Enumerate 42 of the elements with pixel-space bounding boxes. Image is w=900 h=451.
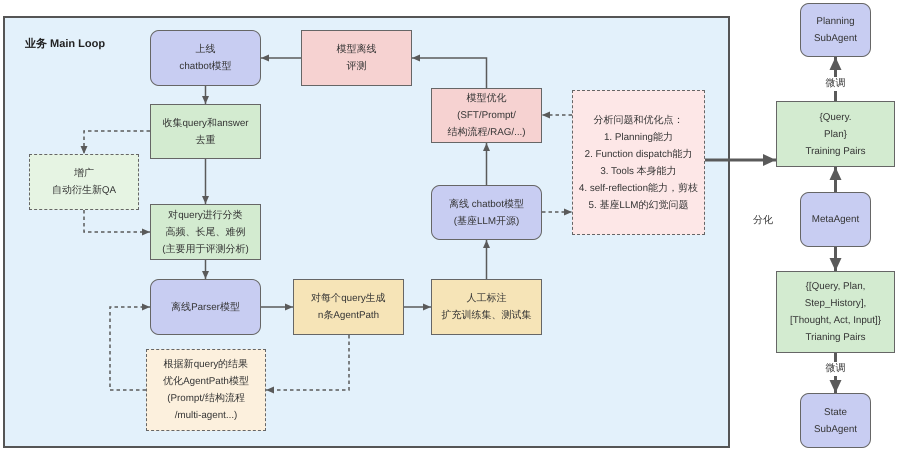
process-box: 模型优化 (SFT/Prompt/ 结构流程/RAG/...) — [431, 88, 542, 143]
arrow — [830, 57, 842, 101]
text-label: 分化 — [753, 214, 773, 228]
dashed-arrow — [83, 210, 150, 236]
process-box: 收集query和answer 去重 — [150, 104, 261, 159]
arrow — [705, 154, 776, 166]
dashed-box: 分析问题和优化点： 1. Planning能力 2. Function dispatch能力 3. Tools 本身能力 4. self-reflection能力，剪枝 5. 基座LLM的幻觉问题 — [572, 90, 705, 235]
arrow — [261, 54, 301, 62]
rounded-box: 离线Parser模型 — [150, 279, 261, 335]
rounded-box: State SubAgent — [800, 393, 871, 448]
arrow — [830, 167, 842, 192]
arrow — [261, 304, 293, 310]
rounded-box: MetaAgent — [800, 192, 871, 247]
rounded-box: 上线 chatbot模型 — [150, 30, 261, 86]
process-box: 模型离线评测 — [301, 30, 412, 86]
dashed-arrow — [266, 335, 350, 394]
dashed-arrow — [542, 208, 572, 216]
arrow — [412, 54, 488, 88]
arrow — [483, 240, 490, 279]
dashed-arrow — [109, 304, 150, 391]
rounded-box: 离线 chatbot模型 (基座LLM开源) — [431, 185, 542, 240]
group-title: 业务 Main Loop — [25, 36, 106, 52]
edge-label: 微调 — [824, 77, 848, 91]
rounded-box: Planning SubAgent — [800, 3, 871, 57]
arrow — [483, 143, 490, 185]
arrow — [202, 86, 209, 104]
arrow — [830, 247, 842, 271]
process-box: 对每个query生成 n条AgentPath — [293, 279, 404, 335]
process-box: 人工标注 扩充训练集、测试集 — [431, 279, 542, 335]
group-panel — [3, 16, 730, 448]
process-box: 对query进行分类 高频、长尾、难例 (主要用于评测分析) — [150, 204, 261, 260]
dashed-arrow — [542, 112, 572, 118]
arrow — [830, 353, 842, 393]
dashed-arrow — [80, 130, 150, 154]
dashed-box: 增广 自动衍生新QA — [29, 154, 139, 210]
dashed-box: 根据新query的结果优化AgentPath模型 (Prompt/结构流程 /multi-agent...) — [146, 349, 266, 431]
arrow — [202, 260, 209, 279]
arrow — [404, 304, 431, 310]
arrow — [202, 159, 209, 204]
edge-label: 微调 — [824, 362, 848, 376]
process-box: {[Query, Plan, Step_History], [Thought, Act, Input]} Trianing Pairs — [776, 271, 895, 353]
process-box: {Query. Plan} Training Pairs — [776, 101, 895, 167]
